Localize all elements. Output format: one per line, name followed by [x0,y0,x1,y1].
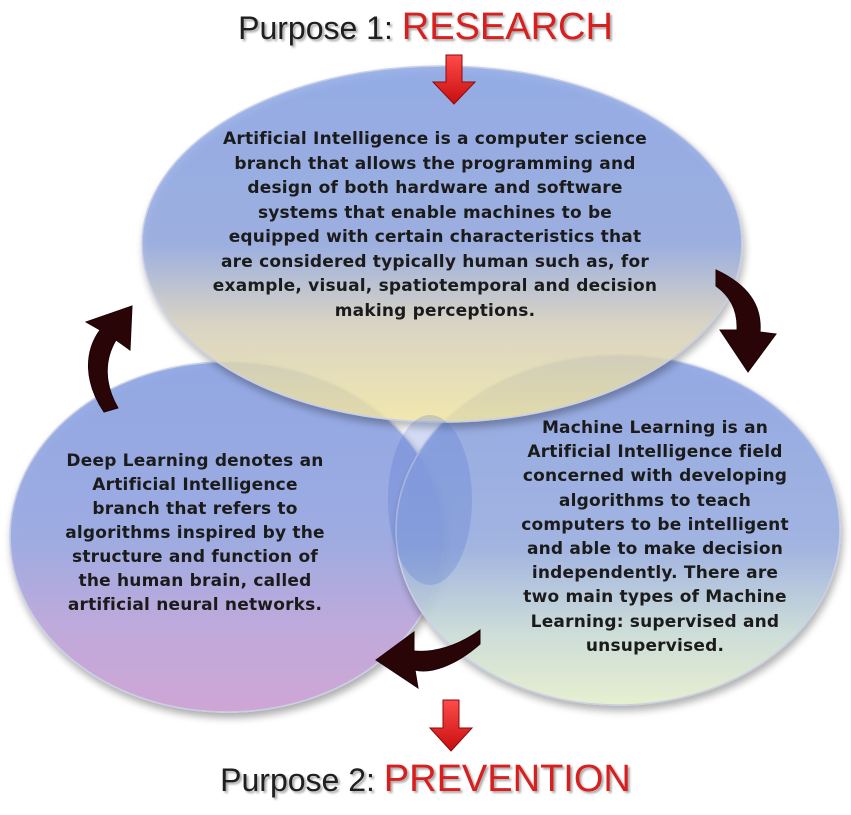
ai-line: are considered typically human such as, … [221,251,649,272]
ai-ellipse [141,65,743,423]
ml-line: computers to be intelligent [521,514,789,535]
ai-line: equipped with certain characteristics th… [228,227,642,247]
ml-line: two main types of Machine [523,587,787,608]
ml-line: and able to make decision [526,539,784,560]
ai-line: example, visual, spatiotemporal and deci… [212,276,658,296]
dl-line: artificial neural networks. [67,595,323,615]
ai-line: Artificial Intelligence is a computer sc… [223,129,647,149]
machine-learning-description: Machine Learning is an Artificial Intell… [505,416,805,658]
dl-line: algorithms inspired by the [65,523,325,543]
ai-line: branch that allows the programming and [234,153,636,174]
curved-arrow-left-icon [84,305,133,413]
curved-arrow-bottom-icon [375,629,481,690]
deep-learning-description: Deep Learning denotes an Artificial Inte… [40,449,350,617]
ai-line: making perceptions. [334,300,536,321]
research-label: RESEARCH [401,6,613,48]
ai-description: Artificial Intelligence is a computer sc… [150,127,720,323]
ml-line: unsupervised. [585,635,725,656]
dl-line: Artificial Intelligence [92,475,298,495]
curved-arrow-right-icon [715,269,777,373]
purpose-1-label: Purpose 1: [238,10,402,46]
ai-line: design of both hardware and software [247,178,623,198]
purpose-2-label: Purpose 2: [220,762,384,798]
ml-line: Artificial Intelligence field [527,442,783,463]
overlap-region [388,415,472,585]
ai-line: systems that enable machines to be [257,202,613,223]
purpose-research-heading: Purpose 1: RESEARCH [0,6,851,49]
purpose-prevention-heading: Purpose 2: PREVENTION [0,758,851,801]
dl-line: Deep Learning denotes an [66,451,324,471]
dl-line: structure and function of [72,547,318,567]
dl-line: the human brain, called [78,571,312,591]
prevention-label: PREVENTION [383,758,631,800]
ml-line: independently. There are [531,563,779,584]
arrow-down-top-icon [431,54,477,105]
ml-line: Machine Learning is an [541,418,769,438]
ml-line: concerned with developing [522,466,788,487]
dl-line: branch that refers to [92,499,298,519]
arrow-down-bottom-icon [428,699,474,752]
ml-line: Learning: supervised and [530,611,780,632]
ml-line: algorithms to teach [558,490,752,511]
